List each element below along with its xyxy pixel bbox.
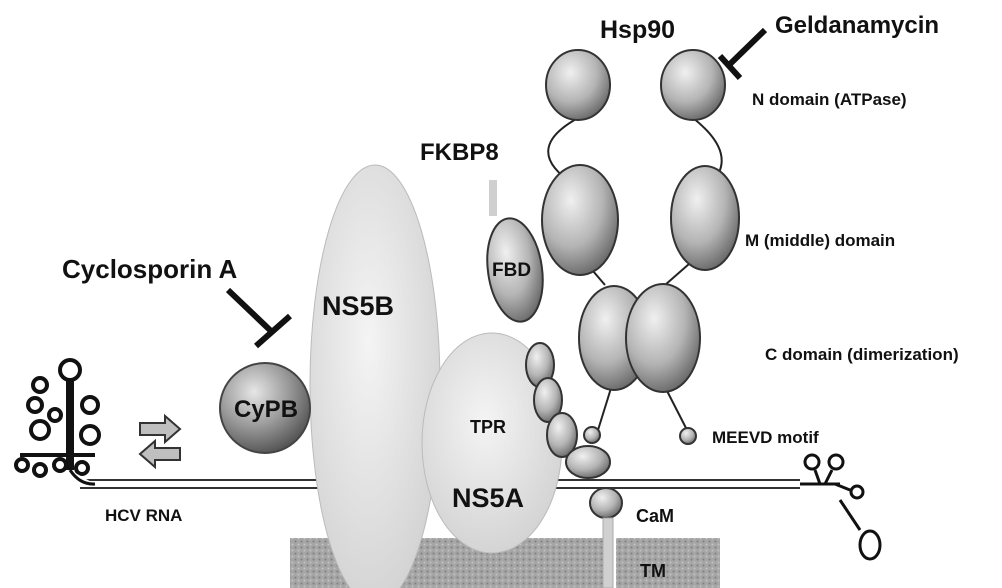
geldanamycin-inhibition-icon [720, 30, 765, 78]
m-domain-label: M (middle) domain [745, 231, 895, 250]
fbd-label: FBD [492, 260, 531, 281]
hsp90-n-domain-right [661, 50, 725, 120]
meevd-label: MEEVD motif [712, 428, 819, 447]
fkbp8-label: FKBP8 [420, 139, 499, 166]
cyclosporin-label: Cyclosporin A [62, 254, 238, 284]
hsp90-n-domain-left [546, 50, 610, 120]
c-domain-label: C domain (dimerization) [765, 345, 959, 364]
cyclosporin-inhibition-icon [228, 290, 290, 346]
rna-3prime-structure-icon [800, 455, 880, 559]
tpr-label: TPR [470, 417, 506, 437]
fkbp8-n-tail [489, 180, 497, 216]
fkbp8-tm-anchor [603, 518, 613, 588]
tm-label: TM [640, 561, 666, 581]
hsp90-c-domain-right [626, 284, 700, 392]
cam-label: CaM [636, 506, 674, 526]
cypb-label: CyPB [234, 396, 298, 423]
meevd-motif-right [680, 428, 696, 444]
ns5b-label: NS5B [322, 291, 394, 321]
exchange-arrows-icon [140, 416, 180, 467]
n-domain-label: N domain (ATPase) [752, 90, 907, 109]
ns5a-label: NS5A [452, 483, 524, 513]
hsp90-label: Hsp90 [600, 16, 675, 44]
meevd-motif-left [584, 427, 600, 443]
hcv-rna-label: HCV RNA [105, 506, 182, 525]
hsp90-m-domain-left [542, 165, 618, 275]
geldanamycin-label: Geldanamycin [775, 12, 939, 39]
ns5b-protein [310, 165, 440, 588]
hsp90-m-domain-right [671, 166, 739, 270]
rna-5prime-structure-icon [16, 360, 99, 484]
